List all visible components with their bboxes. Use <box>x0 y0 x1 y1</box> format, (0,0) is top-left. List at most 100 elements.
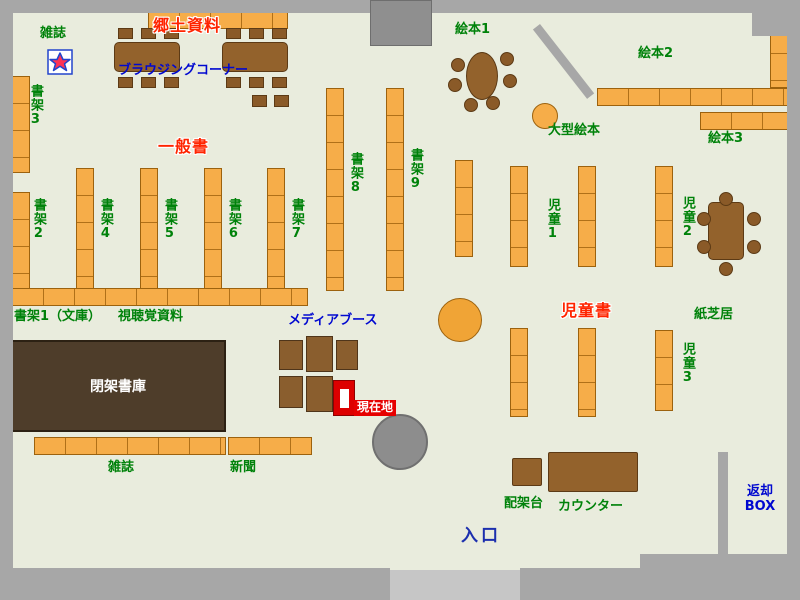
chair <box>226 77 241 88</box>
chair <box>118 28 133 39</box>
chair <box>500 52 514 66</box>
chair <box>464 98 478 112</box>
chair <box>141 28 156 39</box>
wall-right <box>787 0 800 600</box>
label-shelf-4: 書架4 <box>97 198 113 242</box>
chair <box>249 77 264 88</box>
media-booth <box>279 340 303 370</box>
label-sorting-table: 配架台 <box>504 496 544 511</box>
label-shelf-2: 書架2 <box>30 198 46 242</box>
label-shelf-8: 書架8 <box>347 152 363 196</box>
chair <box>249 28 264 39</box>
label-shelf-6: 書架6 <box>225 198 241 242</box>
label-children-books: 児童書 <box>561 301 613 320</box>
chair <box>226 28 241 39</box>
label-entrance: 入口 <box>461 526 501 546</box>
closed-stacks: 閉架書庫 <box>10 340 226 432</box>
star-icon <box>47 49 73 75</box>
media-booth <box>306 376 333 412</box>
bookshelf-8 <box>326 88 344 291</box>
label-children-3: 児童3 <box>679 342 695 386</box>
bookshelf-children1-bottom <box>510 328 528 417</box>
bookshelf-2 <box>12 192 30 293</box>
label-general-books: 一般書 <box>158 137 210 156</box>
bookshelf-center-small <box>455 160 473 257</box>
bookshelf-children3-bottom <box>655 330 673 411</box>
bookshelf-picturebook3 <box>700 112 788 130</box>
label-av-materials: 視聴覚資料 <box>118 309 184 324</box>
media-booth <box>306 336 333 372</box>
bookshelf-1-bunko-av <box>12 288 308 306</box>
label-shelf-9: 書架9 <box>407 148 423 192</box>
chair <box>747 212 761 226</box>
media-booth <box>336 340 358 370</box>
chair <box>697 212 711 226</box>
label-shelf-3: 書架3 <box>27 84 43 128</box>
chair <box>719 262 733 276</box>
wall-bottom-right-block <box>640 554 800 585</box>
chair <box>486 96 500 110</box>
wall-bottom-left <box>0 568 390 585</box>
label-picturebook-1: 絵本1 <box>455 22 491 37</box>
chair <box>697 240 711 254</box>
current-location-marker <box>340 389 349 408</box>
bookshelf-4 <box>76 168 94 290</box>
chair <box>252 95 267 107</box>
label-picturebook-2: 絵本2 <box>638 46 674 61</box>
chair <box>747 240 761 254</box>
pillar-round <box>372 414 428 470</box>
return-box-partition <box>718 452 728 555</box>
label-counter: カウンター <box>558 499 624 514</box>
bookshelf-children2-bottom <box>578 328 596 417</box>
label-browsing-corner: ブラウジングコーナー <box>118 63 249 78</box>
counter-desk <box>548 452 638 492</box>
label-children-2: 児童2 <box>679 196 695 240</box>
picturebook-oval-table <box>466 52 498 100</box>
sorting-table <box>512 458 542 486</box>
label-return-box-line2: BOX <box>744 498 776 514</box>
bookshelf-children1-top <box>510 166 528 267</box>
chair <box>118 77 133 88</box>
pillar-top <box>370 0 432 46</box>
chair <box>272 28 287 39</box>
wall-corner-top-right <box>752 0 800 36</box>
wall-left <box>0 0 13 600</box>
label-shelf-7: 書架7 <box>288 198 304 242</box>
label-current-location: 現在地 <box>354 400 397 416</box>
chair <box>141 77 156 88</box>
chair <box>448 78 462 92</box>
label-kamishibai: 紙芝居 <box>694 307 734 322</box>
bookshelf-7 <box>267 168 285 290</box>
bookshelf-children3-top <box>655 166 673 267</box>
label-return-box-line1: 返却 <box>746 484 773 499</box>
label-large-picturebooks: 大型絵本 <box>548 123 601 138</box>
bookshelf-children2-top <box>578 166 596 267</box>
browsing-table <box>114 42 180 72</box>
label-newspapers: 新聞 <box>230 460 257 475</box>
round-table <box>438 298 482 342</box>
closed-stacks-label: 閉架書庫 <box>90 379 146 395</box>
chair <box>451 58 465 72</box>
label-local-materials: 郷土資料 <box>153 16 222 35</box>
browsing-table <box>222 42 288 72</box>
chair <box>274 95 289 107</box>
wall-diagonal <box>532 24 595 99</box>
current-location-booth <box>333 380 355 416</box>
label-children-1: 児童1 <box>544 198 560 242</box>
label-magazines-top: 雑誌 <box>40 26 67 41</box>
children-table <box>708 202 744 260</box>
entrance-mat <box>390 570 520 600</box>
bookshelf-picturebook2 <box>597 88 788 106</box>
label-magazines-bottom: 雑誌 <box>108 460 135 475</box>
bookshelf-magazines-bottom <box>34 437 226 455</box>
large-picturebook-stand <box>532 103 558 129</box>
bookshelf-6 <box>204 168 222 290</box>
label-shelf-1-bunko: 書架1（文庫） <box>14 309 102 324</box>
label-picturebook-3: 絵本3 <box>708 131 744 146</box>
bookshelf-5 <box>140 168 158 290</box>
media-booth <box>279 376 303 408</box>
bookshelf-9 <box>386 88 404 291</box>
chair <box>164 28 179 39</box>
bookshelf-newspapers <box>228 437 312 455</box>
